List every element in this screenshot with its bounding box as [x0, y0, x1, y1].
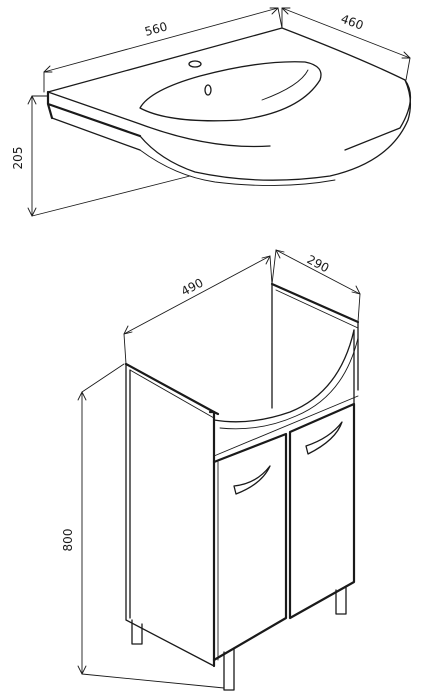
basin-tap-hole: [188, 60, 202, 68]
basin-rim-top: [47, 27, 412, 151]
cabinet-width-arrow-left: [123, 325, 133, 335]
basin-inner-shade: [261, 69, 309, 101]
cabinet-basin-cutout: [213, 329, 355, 423]
cabinet-dimensions: 490 290 800: [61, 249, 361, 689]
cabinet-height-arrow-top: [77, 391, 87, 401]
basin-width-dim-line: [43, 7, 283, 93]
basin-rim-front-top: [47, 91, 271, 148]
cabinet-depth-dim-line: [271, 249, 361, 323]
basin-height-arrow-bottom: [27, 207, 37, 217]
basin-depth-arrow-right: [401, 51, 411, 59]
basin-height-dim-line: [31, 95, 191, 217]
cabinet-width-arrow-right: [261, 255, 271, 265]
cabinet-height-dim-line: [81, 363, 225, 689]
cabinet-right-door-handle: [305, 421, 343, 455]
cabinet-front-top-rail: [213, 395, 359, 457]
basin-depth-label: 460: [339, 12, 365, 33]
cabinet-front-left-edge: [208, 410, 220, 668]
cabinet-width-dim-line: [123, 255, 273, 365]
basin-height-label: 205: [11, 147, 25, 170]
basin-depth-dim-line: [281, 7, 411, 81]
basin-rim-left-face: [51, 117, 141, 151]
basin-drain: [204, 84, 212, 96]
cabinet-width-label: 490: [179, 276, 206, 299]
cabinet-left-side-panel: [125, 363, 215, 667]
basin-width-label: 560: [143, 19, 169, 38]
cabinet-left-side-top-inner: [129, 369, 215, 419]
cabinet-basin-cutout-inner: [219, 337, 359, 430]
cabinet-depth-arrow-right: [351, 285, 361, 295]
basin-bowl-body: [139, 79, 412, 181]
cabinet-back-top: [270, 282, 360, 324]
cabinet-back-top-inner: [275, 289, 359, 329]
basin-width-arrow-right: [269, 7, 279, 15]
basin-height-arrow-top: [27, 95, 37, 105]
basin-width-arrow-left: [43, 65, 53, 73]
cabinet-left-door: [212, 432, 288, 662]
cabinet-left-door-handle: [233, 465, 271, 495]
basin-dimensions: 560 460 205: [11, 7, 411, 217]
basin-depth-arrow-left: [281, 7, 291, 15]
cabinet-leg-front: [223, 647, 235, 691]
cabinet-right-door: [288, 402, 356, 620]
cabinet-leg-right: [335, 585, 347, 615]
cabinet-drawing: [124, 282, 360, 691]
cabinet-leg-left: [131, 619, 143, 645]
basin-rim-front-face: [46, 90, 142, 138]
cabinet-height-label: 800: [61, 529, 75, 552]
cabinet-depth-arrow-left: [275, 249, 285, 259]
cabinet-height-arrow-bottom: [77, 665, 87, 675]
cabinet-left-side-top: [124, 362, 216, 414]
basin-inner-bowl: [139, 61, 322, 122]
basin-drawing: [46, 27, 412, 187]
basin-bowl-side: [139, 149, 336, 187]
